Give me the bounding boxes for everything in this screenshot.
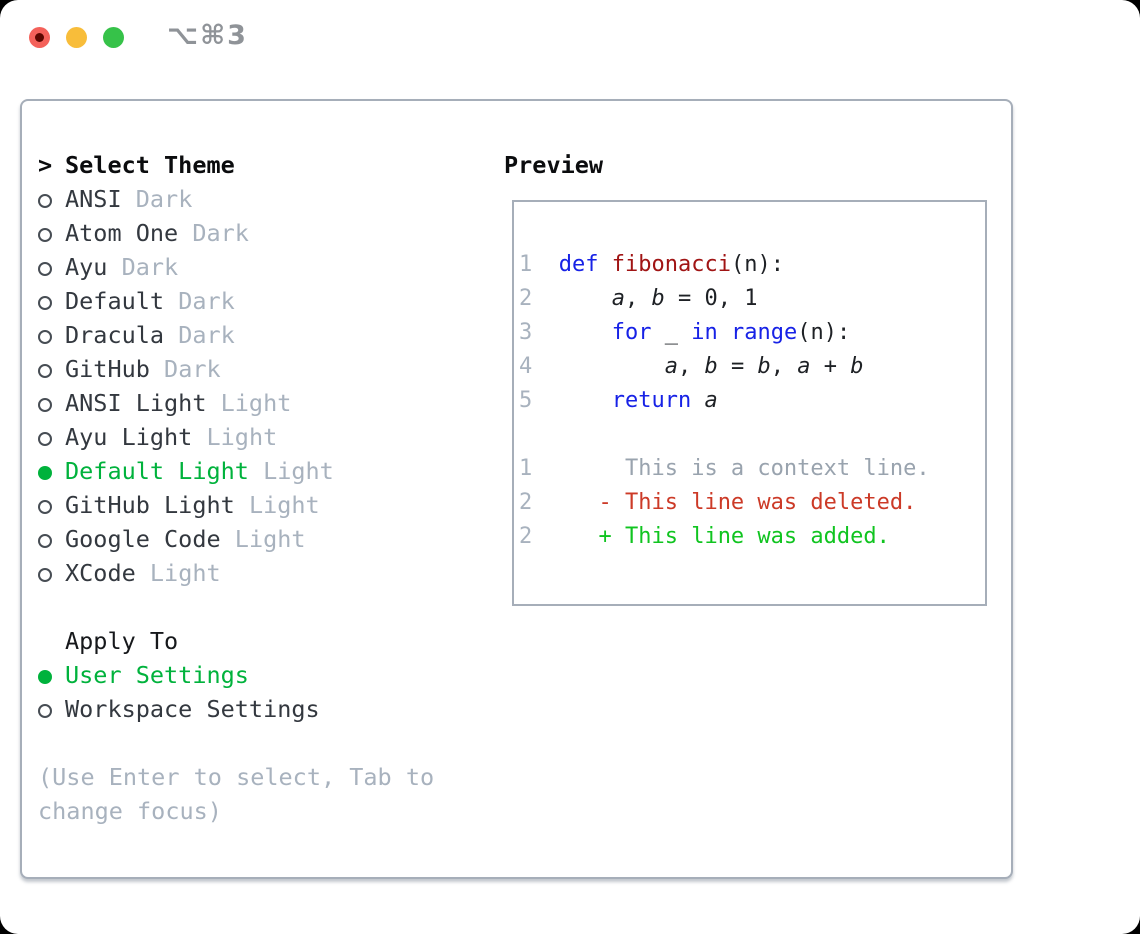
titlebar: ⌥⌘3	[0, 0, 1140, 98]
apply-item-label: Workspace Settings	[65, 695, 320, 723]
theme-item-label: GitHub Light	[65, 491, 235, 519]
theme-variant-tag: Dark	[135, 185, 193, 213]
theme-variant-tag: Light	[248, 491, 320, 519]
help-text: (Use Enter to select, Tab to change focu…	[38, 760, 434, 828]
theme-variant-tag: Light	[206, 423, 278, 451]
theme-item-label: Default	[65, 287, 165, 315]
theme-item-label: Ayu	[65, 253, 108, 281]
theme-variant-tag: Dark	[164, 355, 221, 383]
preview-line: 4 a, b = b, a + b	[519, 354, 864, 379]
preview-column: Preview 1 def fibonacci(n): 2 a, b = 0, 1…	[502, 148, 987, 606]
theme-item-label: XCode	[65, 559, 136, 587]
spacer	[38, 590, 434, 624]
theme-item-label: Atom One	[65, 219, 179, 247]
theme-list-title: Select Theme	[65, 151, 235, 179]
theme-list-header: > Select Theme	[38, 148, 434, 182]
close-window-icon[interactable]	[29, 27, 50, 48]
radio-icon	[38, 352, 65, 386]
preview-line: 2 + This line was added.	[519, 524, 890, 549]
preview-line: 1 This is a context line.	[519, 456, 930, 481]
theme-option-default[interactable]: Default Dark	[38, 284, 434, 318]
preview-title: Preview	[504, 151, 604, 179]
minimize-window-icon[interactable]	[66, 27, 87, 48]
theme-option-github[interactable]: GitHub Dark	[38, 352, 434, 386]
theme-option-ansi[interactable]: ANSI Dark	[38, 182, 434, 216]
theme-option-github-light[interactable]: GitHub Light Light	[38, 488, 434, 522]
radio-icon	[38, 318, 65, 352]
radio-icon	[38, 182, 65, 216]
theme-option-ansi-light[interactable]: ANSI Light Light	[38, 386, 434, 420]
apply-option-user-settings[interactable]: User Settings	[38, 658, 434, 692]
theme-variant-tag: Light	[234, 525, 306, 553]
radio-icon	[38, 556, 65, 590]
theme-option-dracula[interactable]: Dracula Dark	[38, 318, 434, 352]
radio-icon	[38, 522, 65, 556]
theme-variant-tag: Dark	[192, 219, 249, 247]
theme-option-ayu-light[interactable]: Ayu Light Light	[38, 420, 434, 454]
preview-line: 1 def fibonacci(n):	[519, 252, 784, 277]
preview-code: 1 def fibonacci(n): 2 a, b = 0, 1 3 for _ …	[519, 248, 985, 554]
theme-item-label: Ayu Light	[65, 423, 193, 451]
theme-variant-tag: Dark	[178, 287, 235, 315]
apply-to-title: Apply To	[65, 627, 179, 655]
apply-option-workspace-settings[interactable]: Workspace Settings	[38, 692, 434, 726]
theme-variant-tag: Light	[220, 389, 292, 417]
spacer	[38, 726, 434, 760]
radio-icon	[38, 692, 65, 726]
theme-item-label: Default Light	[65, 457, 249, 485]
radio-icon	[38, 284, 65, 318]
apply-item-label: User Settings	[65, 661, 249, 689]
theme-item-label: Dracula	[65, 321, 165, 349]
zoom-window-icon[interactable]	[103, 27, 124, 48]
theme-variant-tag: Dark	[121, 253, 179, 281]
theme-option-ayu[interactable]: Ayu Dark	[38, 250, 434, 284]
traffic-lights	[29, 27, 124, 48]
theme-item-label: ANSI Light	[65, 389, 207, 417]
window-title: ⌥⌘3	[167, 20, 248, 51]
radio-selected-icon	[38, 454, 65, 488]
theme-variant-tag: Light	[263, 457, 334, 485]
help-line: (Use Enter to select, Tab to	[38, 763, 435, 791]
apply-to-header: Apply To	[38, 624, 434, 658]
theme-variant-tag: Light	[149, 559, 221, 587]
theme-option-default-light[interactable]: Default Light Light	[38, 454, 434, 488]
preview-line	[519, 418, 985, 452]
help-line: change focus)	[38, 797, 222, 825]
radio-icon	[38, 488, 65, 522]
theme-option-atom-one[interactable]: Atom One Dark	[38, 216, 434, 250]
theme-item-label: GitHub	[65, 355, 150, 383]
preview-box: 1 def fibonacci(n): 2 a, b = 0, 1 3 for _ …	[512, 200, 987, 606]
prompt-icon: >	[38, 151, 53, 179]
theme-variant-tag: Dark	[178, 321, 235, 349]
theme-item-label: Google Code	[65, 525, 221, 553]
preview-line: 3 for _ in range(n):	[519, 320, 851, 345]
theme-option-google-code[interactable]: Google Code Light	[38, 522, 434, 556]
radio-icon	[38, 250, 65, 284]
radio-icon	[38, 216, 65, 250]
preview-line: 2 a, b = 0, 1	[519, 286, 758, 311]
theme-item-label: ANSI	[65, 185, 122, 213]
radio-icon	[38, 386, 65, 420]
radio-selected-icon	[38, 658, 65, 692]
theme-option-xcode[interactable]: XCode Light	[38, 556, 434, 590]
preview-line: 2 - This line was deleted.	[519, 490, 917, 515]
radio-icon	[38, 420, 65, 454]
preview-line: 5 return a	[519, 388, 718, 413]
